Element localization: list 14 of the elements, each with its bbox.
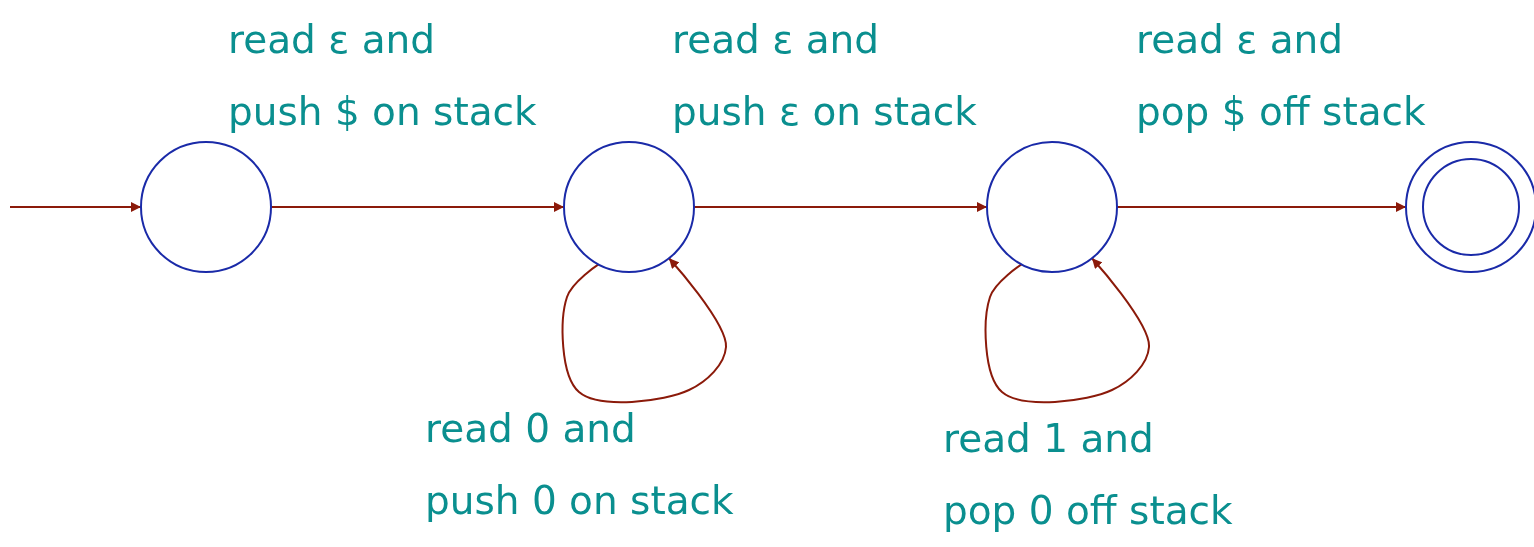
edge-label: read ε and push ε on stack <box>672 16 977 136</box>
transition-arrow <box>270 202 565 212</box>
edge-label: read 0 and push 0 on stack <box>425 405 734 525</box>
edge-label: read ε and pop $ off stack <box>1136 16 1426 136</box>
transition-arrow <box>693 202 988 212</box>
transition-arrow <box>9 202 142 212</box>
self-loop-arrow <box>561 257 727 404</box>
state-circle <box>140 141 272 273</box>
state-circle <box>563 141 695 273</box>
state-circle <box>986 141 1118 273</box>
edge-label: read ε and push $ on stack <box>228 16 537 136</box>
edge-label: read 1 and pop 0 off stack <box>943 415 1233 535</box>
transition-arrow <box>1116 202 1407 212</box>
self-loop-arrow <box>984 257 1150 404</box>
